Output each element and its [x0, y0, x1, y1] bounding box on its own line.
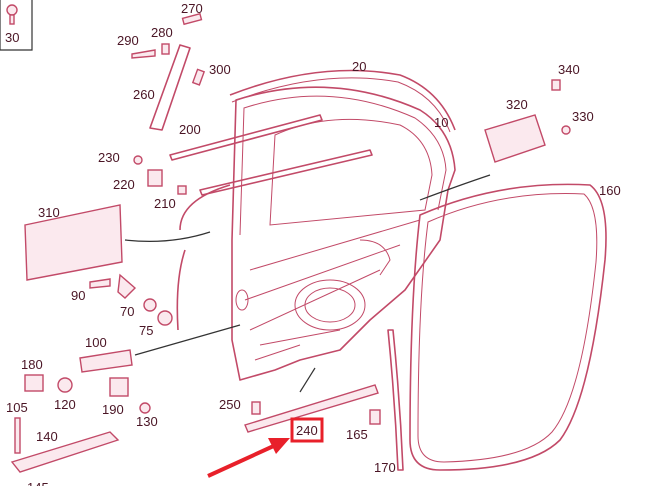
label-330: 330: [572, 109, 594, 124]
arrow-310: [124, 231, 211, 242]
label-190: 190: [102, 402, 124, 417]
label-130: 130: [136, 414, 158, 429]
label-180: 180: [21, 357, 43, 372]
label-240[interactable]: 240: [296, 423, 318, 438]
label-260: 260: [133, 87, 155, 102]
label-320: 320: [506, 97, 528, 112]
label-280: 280: [151, 25, 173, 40]
label-200: 200: [179, 122, 201, 137]
trim-260: [149, 44, 191, 131]
strip-240: [244, 384, 379, 433]
label-290: 290: [117, 33, 139, 48]
label-340: 340: [558, 62, 580, 77]
door-seal-160: [409, 183, 607, 471]
label-140: 140: [36, 429, 58, 444]
handle-100: [79, 349, 133, 373]
label-75: 75: [139, 323, 153, 338]
rear-door-shell: [231, 86, 456, 381]
label-220: 220: [113, 177, 135, 192]
module-320: [484, 114, 546, 163]
insulation-310: [24, 204, 123, 281]
label-210: 210: [154, 196, 176, 211]
label-105: 105: [6, 400, 28, 415]
strip-170: [387, 329, 404, 471]
highlight-arrow: [207, 438, 290, 478]
label-100: 100: [85, 335, 107, 350]
label-120: 120: [54, 397, 76, 412]
gas-strut-140: [10, 431, 120, 473]
label-165: 165: [346, 427, 368, 442]
label-300: 300: [209, 62, 231, 77]
highlight-box-240: [290, 417, 324, 443]
label-145: 145: [27, 480, 49, 486]
label-10: 10: [434, 115, 448, 130]
label-250: 250: [219, 397, 241, 412]
strip-200: [169, 114, 323, 161]
label-270: 270: [181, 1, 203, 16]
window-seal-20: [229, 69, 456, 131]
label-20: 20: [352, 59, 366, 74]
inset-box: [0, 0, 33, 51]
label-310: 310: [38, 205, 60, 220]
label-30: 30: [5, 30, 19, 45]
label-90: 90: [71, 288, 85, 303]
bolt-30: [6, 4, 18, 25]
label-70: 70: [120, 304, 134, 319]
label-160: 160: [599, 183, 621, 198]
label-170: 170: [374, 460, 396, 475]
label-230: 230: [98, 150, 120, 165]
